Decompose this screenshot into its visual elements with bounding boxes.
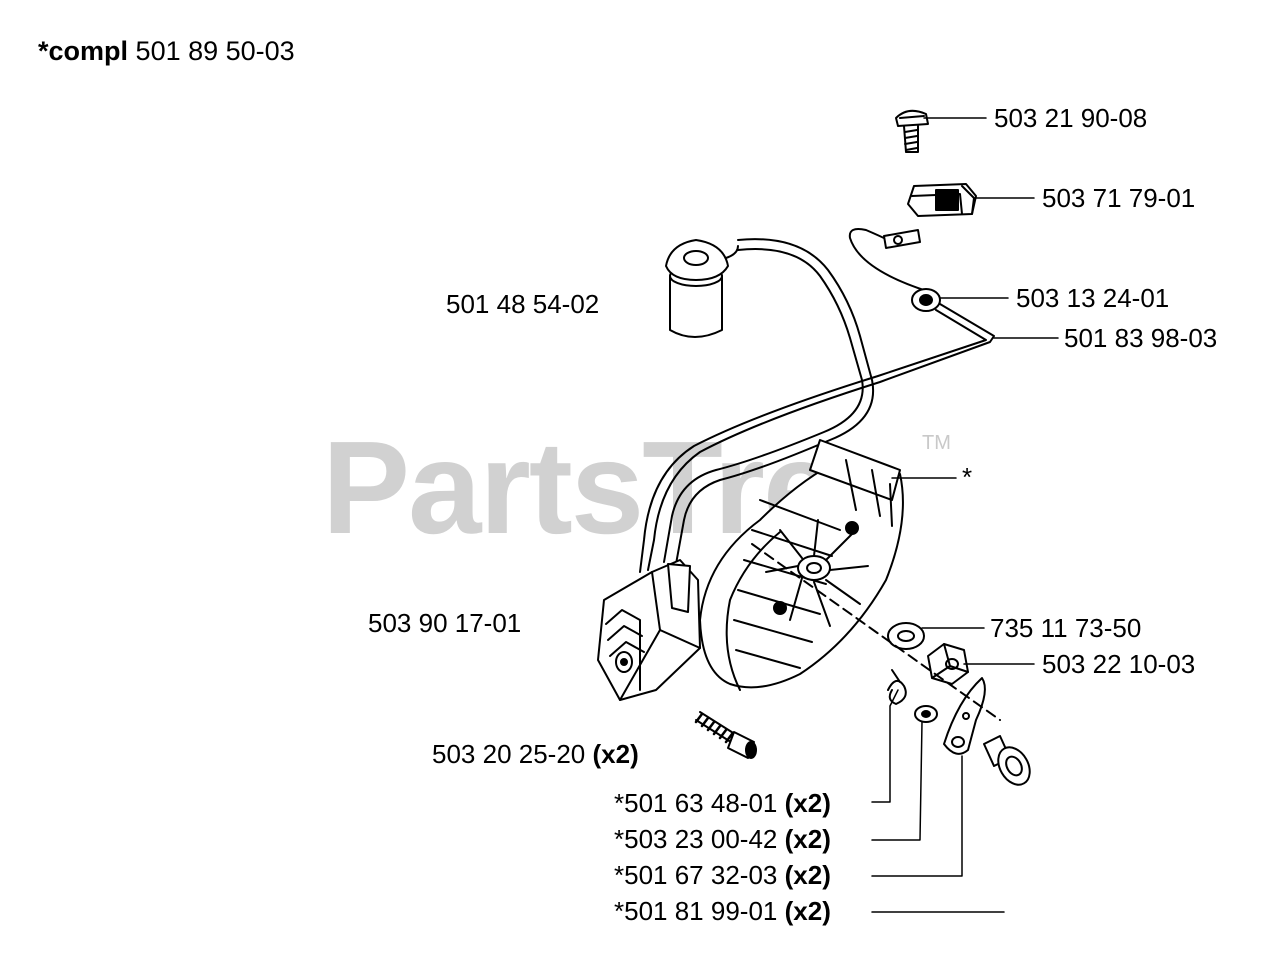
flywheel-drawing [699, 439, 904, 691]
label-washer[interactable]: 735 11 73-50 [990, 613, 1142, 643]
spring-number: *501 63 48-01 [614, 788, 778, 818]
spring-washer-qty: (x2) [784, 824, 831, 854]
label-module-screw[interactable]: 503 20 25-20 (x2) [432, 739, 639, 769]
label-spring-washer[interactable]: *503 23 00-42 (x2) [614, 824, 831, 854]
pawl-number: *501 67 32-03 [614, 860, 778, 890]
watermark-trademark: TM [922, 432, 951, 454]
assembly-number: 501 89 50-03 [135, 36, 295, 66]
grommet-drawing [911, 288, 941, 312]
label-switch[interactable]: 503 71 79-01 [1042, 183, 1196, 213]
label-screw-top[interactable]: 503 21 90-08 [994, 103, 1148, 133]
label-grommet[interactable]: 503 13 24-01 [1016, 283, 1170, 313]
pawl-drawing [943, 677, 986, 755]
module-screw-drawing [694, 711, 757, 759]
label-ignition-module[interactable]: 503 90 17-01 [368, 608, 522, 638]
module-screw-number: 503 20 25-20 [432, 739, 586, 769]
label-oil-filter[interactable]: 501 48 54-02 [446, 289, 600, 319]
assembly-header: *compl 501 89 50-03 [38, 36, 295, 67]
label-wire[interactable]: 501 83 98-03 [1064, 323, 1218, 353]
wire-drawing [639, 303, 995, 573]
switch-drawing [907, 183, 977, 217]
washer-drawing [887, 622, 925, 650]
label-spring[interactable]: *501 63 48-01 (x2) [614, 788, 831, 818]
label-pawl[interactable]: *501 67 32-03 (x2) [614, 860, 831, 890]
switch-lead-drawing [848, 228, 931, 293]
module-screw-qty: (x2) [592, 739, 639, 769]
label-nut[interactable]: 503 22 10-03 [1042, 649, 1196, 679]
assembly-prefix: *compl [38, 36, 129, 66]
screw-top-drawing [895, 109, 929, 153]
pawl-pin-qty: (x2) [784, 896, 831, 926]
pawl-qty: (x2) [784, 860, 831, 890]
ignition-module-drawing [597, 559, 701, 701]
spring-drawing [887, 669, 907, 705]
spring-washer-number: *503 23 00-42 [614, 824, 778, 854]
oil-filter-drawing [665, 239, 739, 338]
leader-lines [871, 117, 1059, 913]
label-pawl-pin[interactable]: *501 81 99-01 (x2) [614, 896, 831, 926]
nut-drawing [927, 643, 969, 685]
pawl-pin-number: *501 81 99-01 [614, 896, 778, 926]
fuel-hose-drawing [663, 238, 875, 565]
spring-washer-drawing [914, 705, 938, 723]
pawl-pin-drawing [983, 735, 1031, 786]
label-flywheel[interactable]: * [962, 462, 973, 492]
spring-qty: (x2) [784, 788, 831, 818]
